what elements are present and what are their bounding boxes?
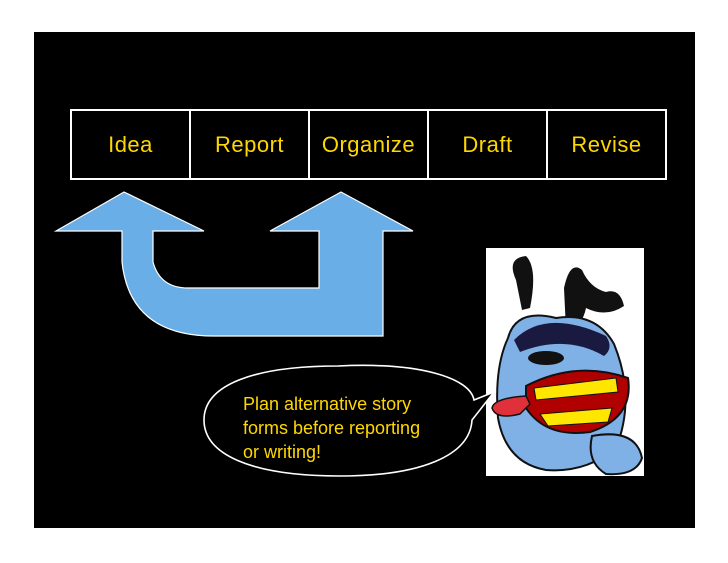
speech-bubble-text: Plan alternative story forms before repo… bbox=[243, 392, 473, 464]
bubble-line-3: or writing! bbox=[243, 440, 473, 464]
bubble-line-2: forms before reporting bbox=[243, 416, 473, 440]
bubble-line-1: Plan alternative story bbox=[243, 392, 473, 416]
